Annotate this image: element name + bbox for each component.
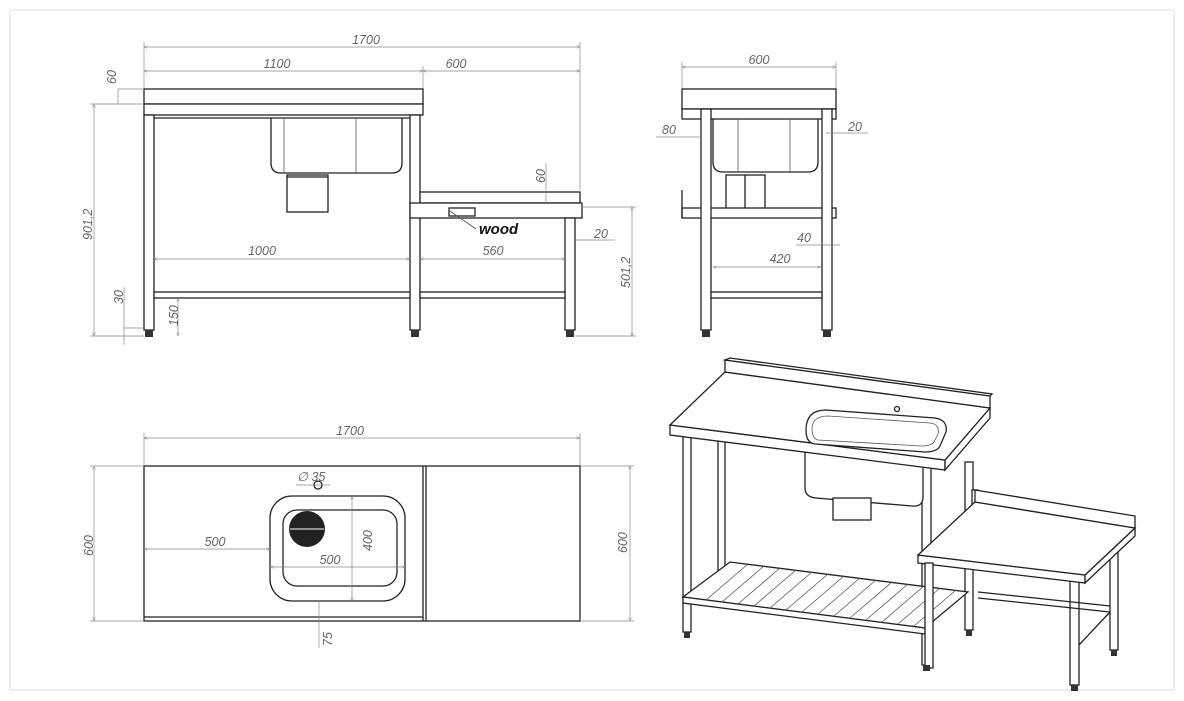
side-view: 600 80 20 40 420 <box>656 53 868 337</box>
dim-leg-offset: 40 <box>797 231 811 245</box>
dim-sink-offset: 500 <box>205 535 226 549</box>
dim-depth-left: 600 <box>82 535 96 556</box>
dim-inner-width-table: 1000 <box>248 244 276 258</box>
dim-overall-width: 1700 <box>352 33 380 47</box>
dim-tap-hole: ∅ 35 <box>297 470 325 484</box>
dim-sink-depth: 400 <box>361 530 375 551</box>
dim-backsplash-height: 60 <box>105 70 119 84</box>
dim-front-offset: 75 <box>321 632 335 646</box>
dim-inner-depth: 420 <box>770 252 791 266</box>
dim-table-height: 901,2 <box>81 209 95 240</box>
dim-inner-width-shelf: 560 <box>483 244 504 258</box>
dim-shelf-offset: 20 <box>593 227 608 241</box>
front-view: 1700 1100 600 wood 60 901,2 30 150 <box>81 33 636 345</box>
isometric-view <box>668 357 1137 691</box>
dim-table-width: 1100 <box>264 57 291 71</box>
dim-shelf-height: 501,2 <box>619 257 633 288</box>
dim-bottom-bar: 30 <box>112 290 126 304</box>
top-view: 1700 ∅ 35 500 500 400 75 600 600 <box>82 424 634 648</box>
dim-bottom-shelf-height: 150 <box>167 305 181 326</box>
dim-rear-offset: 20 <box>847 120 862 134</box>
dim-top-overall-width: 1700 <box>336 424 364 438</box>
dim-shelf-width: 600 <box>446 57 467 71</box>
dim-front-overhang: 80 <box>662 123 676 137</box>
dim-depth: 600 <box>749 53 770 67</box>
dim-depth-right: 600 <box>616 532 630 553</box>
drawing-frame <box>9 9 1175 691</box>
dim-shelf-backsplash: 60 <box>534 169 548 183</box>
wood-label: wood <box>479 221 519 238</box>
dim-sink-width: 500 <box>320 553 341 567</box>
